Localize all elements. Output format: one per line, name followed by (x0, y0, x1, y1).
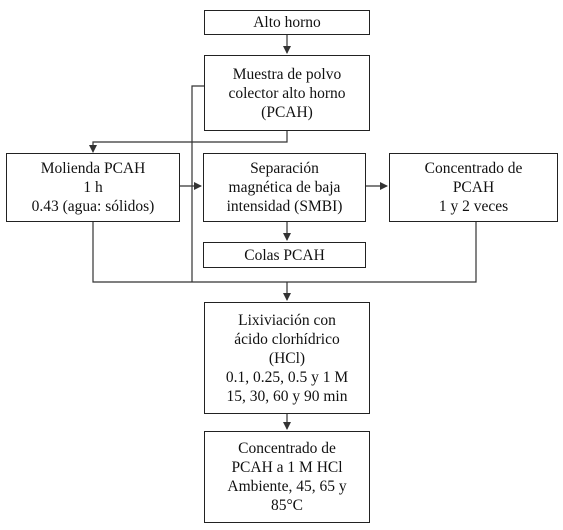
node-concentrado-line-3: 1 y 2 veces (438, 198, 509, 215)
node-molienda: Molienda PCAH 1 h 0.43 (agua: sólidos) (6, 153, 180, 222)
node-molienda-line-2: 1 h (83, 179, 103, 196)
node-lixiviacion-line-4: 0.1, 0.25, 0.5 y 1 M (225, 368, 349, 386)
node-concentrado-line-1: Concentrado de (424, 160, 523, 177)
arrow-muestra-to-molienda (89, 131, 288, 153)
node-colas-pcah: Colas PCAH (203, 242, 366, 268)
node-concentrado-final-line-2: PCAH a 1 M HCl (231, 459, 343, 476)
node-separacion: Separación magnética de baja intensidad … (203, 153, 366, 222)
line-molienda-collector (92, 222, 477, 283)
node-concentrado-final-line-4: 85°C (270, 497, 304, 514)
node-muestra-line-1: Muestra de polvo (232, 65, 342, 83)
node-lixiviacion-line-3: (HCl) (268, 349, 306, 367)
node-molienda-line-3: 0.43 (agua: sólidos) (31, 198, 155, 215)
node-concentrado-final: Concentrado de PCAH a 1 M HCl Ambiente, … (204, 431, 370, 523)
node-alto-horno: Alto horno (204, 10, 370, 35)
node-lixiviacion-line-1: Lixiviación con (238, 311, 336, 329)
node-lixiviacion-line-5: 15, 30, 60 y 90 min (226, 387, 348, 405)
node-muestra-pcah: Muestra de polvo colector alto horno (PC… (204, 55, 370, 131)
node-alto-horno-line-1: Alto horno (253, 14, 321, 31)
node-lixiviacion: Lixiviación con ácido clorhídrico (HCl) … (204, 302, 370, 414)
node-molienda-line-1: Molienda PCAH (40, 160, 146, 177)
node-muestra-line-3: (PCAH) (261, 103, 313, 121)
node-concentrado-pcah: Concentrado de PCAH 1 y 2 veces (389, 153, 558, 222)
node-separacion-line-3: intensidad (SMBI) (226, 198, 343, 215)
node-separacion-line-2: magnética de baja (228, 179, 341, 196)
node-concentrado-final-line-1: Concentrado de (238, 440, 336, 457)
line-muestra-bypass (191, 85, 204, 282)
node-lixiviacion-line-2: ácido clorhídrico (234, 330, 340, 348)
node-concentrado-final-line-3: Ambiente, 45, 65 y (227, 478, 347, 495)
node-concentrado-line-2: PCAH (452, 179, 495, 196)
node-separacion-line-1: Separación (250, 160, 319, 177)
node-muestra-line-2: colector alto horno (228, 84, 346, 102)
node-colas-line-1: Colas PCAH (244, 246, 325, 264)
